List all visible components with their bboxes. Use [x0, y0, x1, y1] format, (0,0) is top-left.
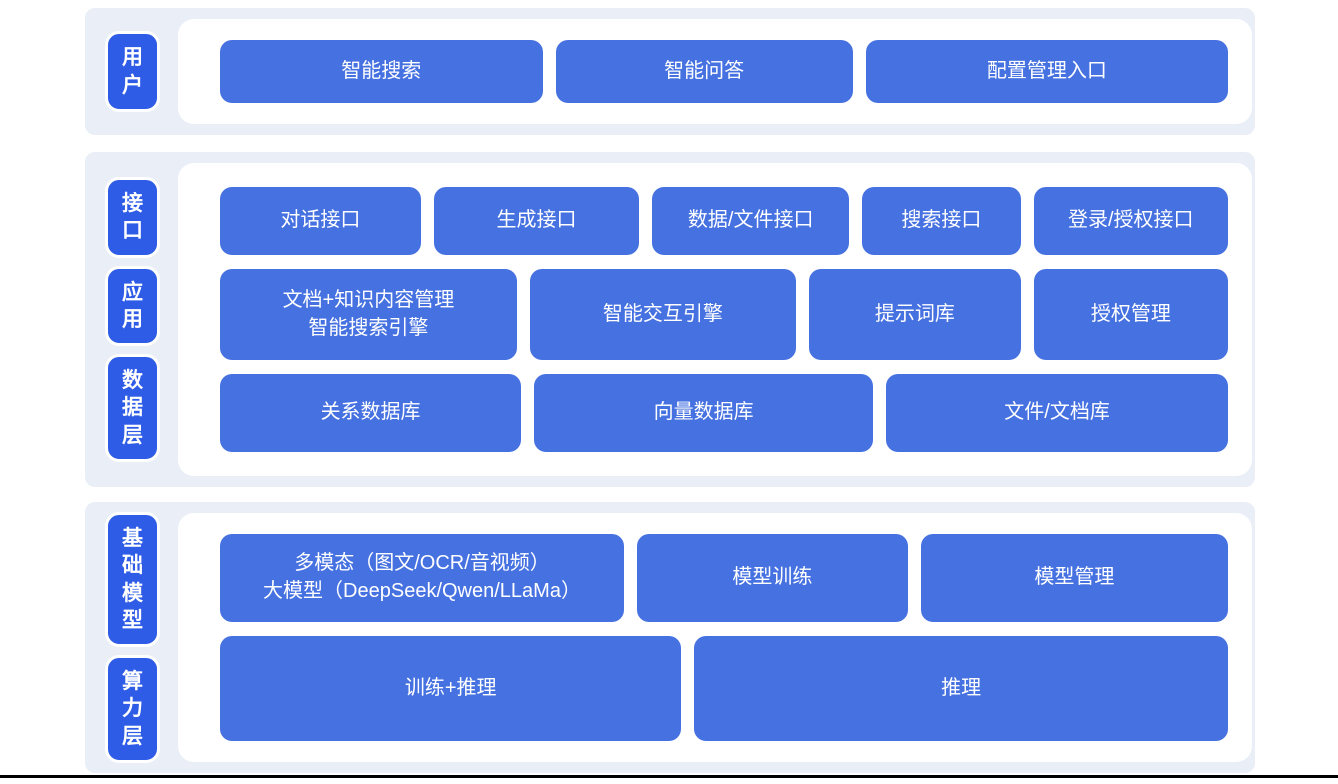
box-search-api: 搜索接口 — [862, 187, 1021, 255]
box-dialog-api: 对话接口 — [220, 187, 421, 255]
box-label: 智能交互引擎 — [602, 302, 723, 325]
box-generation-api: 生成接口 — [433, 187, 640, 255]
data-layer-row: 关系数据库 向量数据库 文件/文档库 — [220, 374, 1228, 452]
box-label: 配置管理入口 — [986, 59, 1107, 82]
layer-band-model-compute: 基础模型 算力层 多模态（图文/OCR/音视频） 大模型（DeepSeek/Qw… — [85, 502, 1255, 773]
box-data-file-api: 数据/文件接口 — [652, 187, 850, 255]
box-auth-management: 授权管理 — [1033, 269, 1228, 360]
box-login-auth-api: 登录/授权接口 — [1033, 187, 1228, 255]
box-label: 对话接口 — [280, 209, 361, 232]
box-label: 智能问答 — [664, 59, 745, 82]
box-vector-db: 向量数据库 — [534, 374, 874, 452]
user-layer-panel: 智能搜索 智能问答 配置管理入口 — [178, 19, 1252, 124]
box-label-line2: 智能搜索引擎 — [308, 316, 429, 339]
box-label: 提示词库 — [874, 302, 955, 325]
box-label: 关系数据库 — [320, 401, 421, 424]
bottom-divider-line — [0, 775, 1338, 778]
layer-label-column: 基础模型 算力层 — [105, 502, 160, 773]
foundation-model-row: 多模态（图文/OCR/音视频） 大模型（DeepSeek/Qwen/LLaMa）… — [220, 534, 1229, 622]
box-label: 文件/文档库 — [1004, 401, 1110, 424]
box-label: 模型训练 — [732, 566, 813, 589]
pill-data-layer: 数据层 — [105, 354, 160, 463]
box-label: 登录/授权接口 — [1067, 209, 1194, 232]
box-prompt-library: 提示词库 — [808, 269, 1021, 360]
box-model-management: 模型管理 — [920, 534, 1229, 622]
box-training-inference: 训练+推理 — [220, 636, 682, 741]
layer-band-user: 用户 智能搜索 智能问答 配置管理入口 — [85, 8, 1255, 135]
layer-band-interface-app-data: 接口 应用 数据层 对话接口 生成接口 数据/文件接口 搜索接口 登录/授权接口 — [85, 152, 1255, 487]
pill-foundation-model: 基础模型 — [105, 511, 160, 648]
box-label: 数据/文件接口 — [687, 209, 814, 232]
application-row: 文档+知识内容管理 智能搜索引擎 智能交互引擎 提示词库 授权管理 — [220, 269, 1228, 360]
layer-label-column: 用户 — [105, 8, 160, 135]
box-label: 授权管理 — [1090, 302, 1171, 325]
box-inference: 推理 — [694, 636, 1228, 741]
pill-compute-layer: 算力层 — [105, 655, 160, 764]
box-doc-knowledge-search-engine: 文档+知识内容管理 智能搜索引擎 — [220, 269, 517, 360]
box-label: 推理 — [941, 676, 982, 699]
pill-application-label: 应用 — [122, 280, 143, 331]
layer-label-column: 接口 应用 数据层 — [105, 152, 160, 487]
box-smart-interaction-engine: 智能交互引擎 — [529, 269, 796, 360]
box-label: 训练+推理 — [404, 676, 497, 699]
pill-user: 用户 — [105, 31, 160, 112]
compute-layer-row: 训练+推理 推理 — [220, 636, 1228, 741]
box-label: 搜索接口 — [901, 209, 982, 232]
box-relational-db: 关系数据库 — [220, 374, 522, 452]
box-smart-qa: 智能问答 — [555, 40, 853, 103]
box-config-management-entry: 配置管理入口 — [865, 40, 1228, 103]
box-label: 模型管理 — [1034, 566, 1115, 589]
pill-foundation-model-label: 基础模型 — [122, 526, 143, 632]
box-label: 文档+知识内容管理 — [282, 288, 455, 311]
middle-layer-panel: 对话接口 生成接口 数据/文件接口 搜索接口 登录/授权接口 文档+知识内容管理… — [178, 163, 1252, 476]
box-label: 向量数据库 — [653, 401, 754, 424]
pill-compute-layer-label: 算力层 — [122, 670, 143, 748]
box-file-doc-store: 文件/文档库 — [886, 374, 1228, 452]
pill-interface: 接口 — [105, 176, 160, 258]
user-layer-row: 智能搜索 智能问答 配置管理入口 — [220, 40, 1228, 103]
pill-application: 应用 — [105, 265, 160, 347]
pill-user-label: 用户 — [122, 46, 143, 97]
box-label: 生成接口 — [496, 209, 577, 232]
interface-row: 对话接口 生成接口 数据/文件接口 搜索接口 登录/授权接口 — [220, 187, 1228, 255]
bottom-layer-panel: 多模态（图文/OCR/音视频） 大模型（DeepSeek/Qwen/LLaMa）… — [178, 513, 1252, 762]
box-multimodal-llm: 多模态（图文/OCR/音视频） 大模型（DeepSeek/Qwen/LLaMa） — [220, 534, 625, 622]
pill-data-layer-label: 数据层 — [122, 369, 143, 447]
box-label-line2: 大模型（DeepSeek/Qwen/LLaMa） — [263, 580, 581, 602]
box-label: 多模态（图文/OCR/音视频） — [294, 552, 550, 575]
box-model-training: 模型训练 — [637, 534, 908, 622]
box-smart-search: 智能搜索 — [220, 40, 543, 103]
pill-interface-label: 接口 — [122, 191, 143, 243]
box-label: 智能搜索 — [341, 59, 422, 82]
